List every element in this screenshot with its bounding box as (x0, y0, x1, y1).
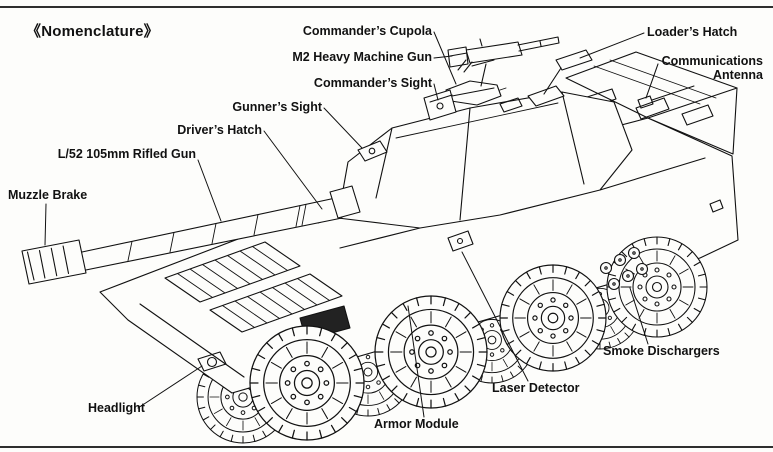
smoke-discharger-tubes (599, 246, 649, 291)
leader-lines (44, 31, 695, 418)
tail-light (709, 199, 724, 213)
page-title: 《Nomenclature》 (26, 23, 159, 40)
m2-machine-gun-group (447, 36, 560, 87)
label-commanders-cupola: Commander’s Cupola (302, 24, 432, 38)
label-rifled-gun: L/52 105mm Rifled Gun (57, 147, 196, 161)
antenna-mast (645, 63, 659, 99)
main-gun-group (21, 185, 361, 285)
label-smoke-dischargers: Smoke Dischargers (603, 344, 720, 358)
headlight-housing (197, 351, 227, 372)
laser-detector-shape (447, 230, 474, 252)
label-loaders-hatch: Loader’s Hatch (647, 25, 738, 39)
label-laser-detector: Laser Detector (492, 381, 580, 395)
commander-cupola-shape (445, 80, 502, 106)
turret (337, 49, 633, 252)
label-gunners-sight: Gunner’s Sight (232, 100, 322, 114)
label-armor-module: Armor Module (374, 417, 459, 431)
label-drivers-hatch: Driver’s Hatch (177, 123, 262, 137)
m2-receiver (465, 41, 523, 64)
gun-collar (329, 185, 361, 219)
label-commanders-sight: Commander’s Sight (313, 76, 432, 90)
m2-ammo-box (447, 46, 469, 68)
label-muzzle-brake: Muzzle Brake (8, 188, 88, 202)
gunner-sight-shape (357, 140, 388, 162)
headlight-lens (206, 356, 218, 368)
label-m2-heavy-machine-gun: M2 Heavy Machine Gun (292, 50, 432, 64)
commander-sight-shape (423, 89, 457, 121)
loader-hatch-door (555, 49, 593, 71)
label-headlight: Headlight (88, 401, 145, 415)
label-communications-antenna: Communications Antenna (661, 54, 763, 82)
